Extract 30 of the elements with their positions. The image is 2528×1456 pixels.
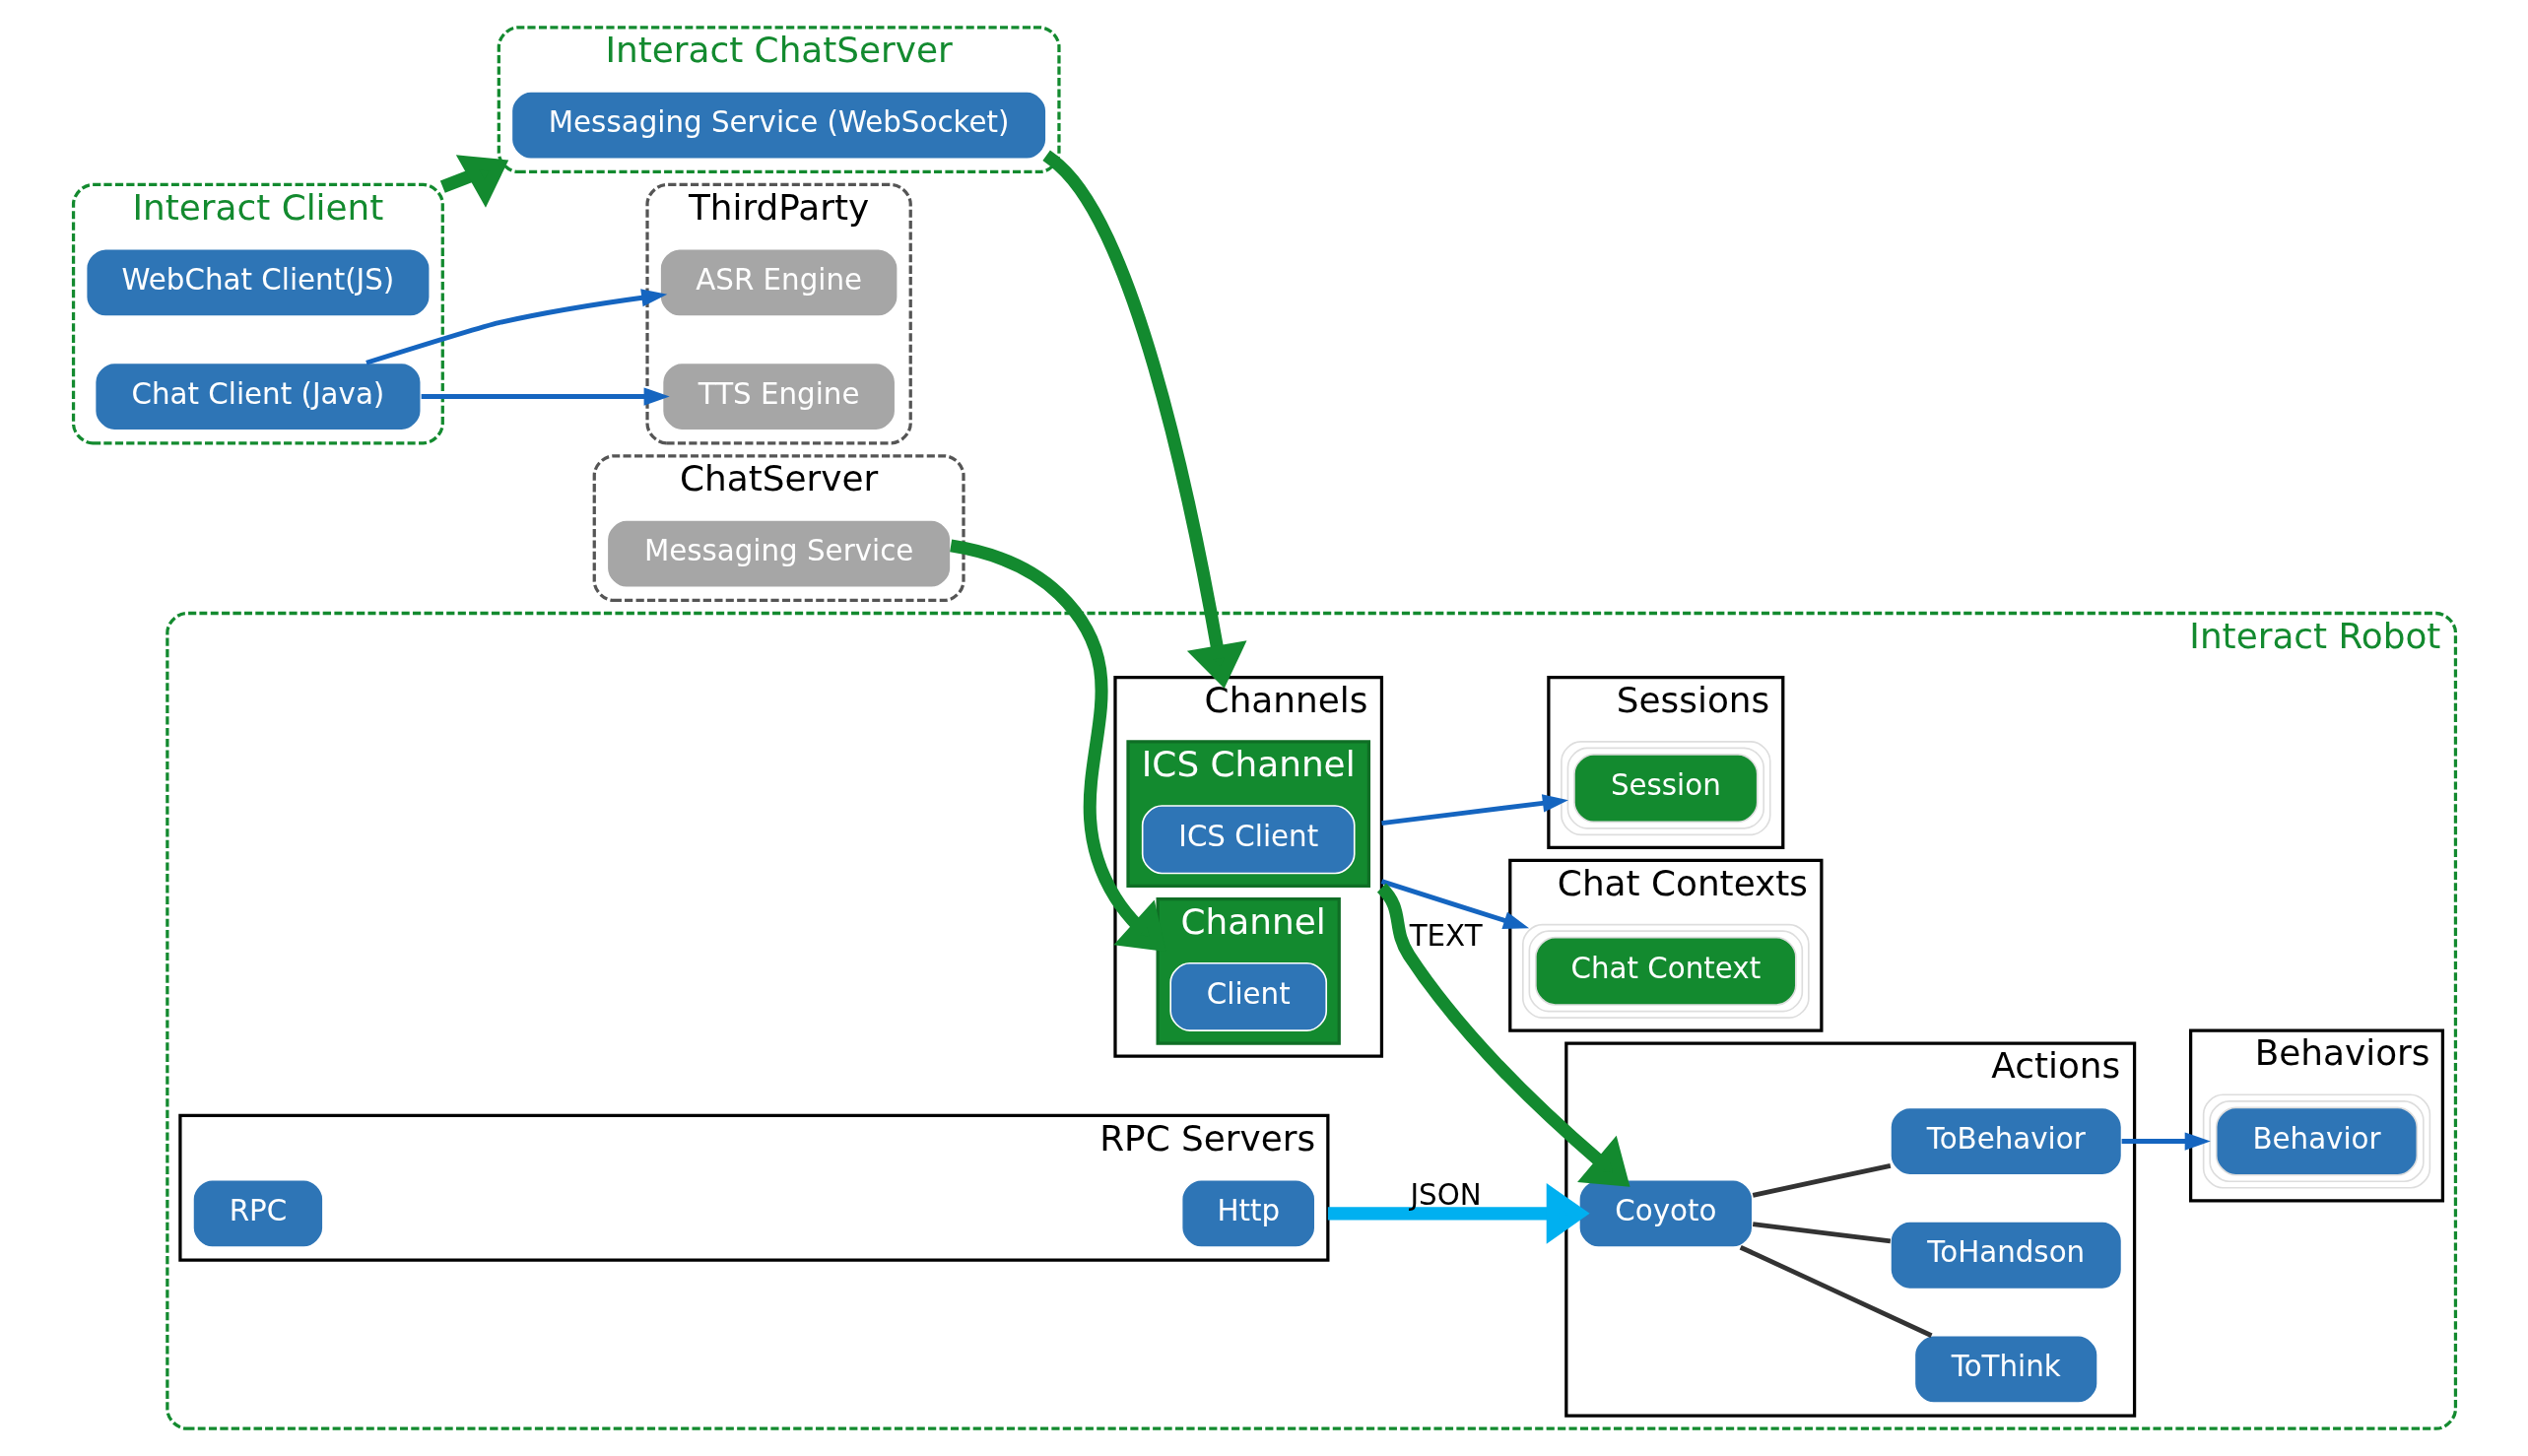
arrow: [365, 289, 667, 365]
node-box: ToHandson: [1889, 1221, 2122, 1291]
node-box: RPC: [191, 1178, 324, 1248]
node-box: Messaging Service (WebSocket): [510, 91, 1047, 161]
node-box: Chat Client (Java): [94, 362, 422, 431]
arrow: [1376, 883, 1630, 1187]
connector: [1752, 1222, 1891, 1244]
arrow: [2121, 1132, 2211, 1151]
connector: [1752, 1162, 1891, 1198]
node-box: Chat Context: [1521, 923, 1810, 1019]
node-box: Messaging Service: [606, 519, 952, 589]
arrow: [1380, 879, 1529, 930]
node-box: Session: [1560, 741, 1771, 836]
edge-label: TEXT: [1409, 919, 1483, 954]
node-box: ICS Client: [1141, 805, 1356, 875]
connector: [1739, 1244, 1933, 1338]
node-box: Coyoto: [1577, 1178, 1754, 1248]
node-box: Behavior: [2202, 1093, 2430, 1189]
node-box: ToThink: [1913, 1334, 2098, 1404]
node-box: Http: [1180, 1178, 1316, 1248]
node-box: TTS Engine: [661, 362, 897, 431]
node-box: ASR Engine: [658, 247, 898, 317]
edge-label: JSON: [1409, 1177, 1482, 1212]
arrow: [1041, 150, 1246, 689]
arrow: [1380, 794, 1568, 827]
node-box: WebChat Client(JS): [85, 247, 431, 317]
node-box: Client: [1168, 961, 1327, 1031]
arrow: [421, 387, 670, 406]
node-box: ToBehavior: [1889, 1106, 2122, 1176]
arrow: [1327, 1183, 1590, 1244]
